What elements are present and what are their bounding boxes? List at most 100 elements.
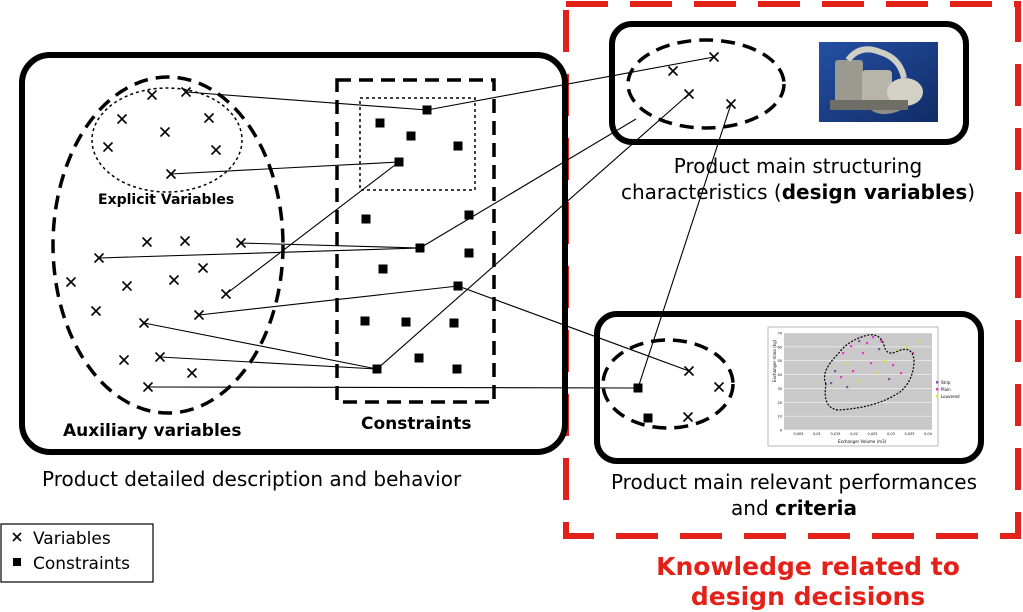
auxiliary-variables-ellipse [51, 75, 285, 415]
pareto-contour [823, 334, 915, 411]
chart-point [892, 364, 895, 367]
chart-x-tick: 0,03 [887, 432, 895, 436]
cross-icon [725, 98, 737, 110]
cross-icon [93, 252, 105, 264]
chart-point [846, 386, 849, 389]
chart-point [846, 362, 849, 365]
cross-icon [179, 235, 191, 247]
relation-line [426, 56, 715, 111]
chart-grid [784, 332, 932, 431]
cross-icon [159, 126, 171, 138]
relation-line [225, 161, 400, 295]
square-icon [394, 157, 404, 167]
cross-icon [683, 365, 695, 377]
chart-point [862, 352, 865, 355]
cross-icon [203, 112, 215, 124]
constraints-box [335, 78, 496, 404]
relation-line [419, 118, 637, 249]
cross-icon [667, 65, 679, 77]
chart-point [888, 378, 891, 381]
chart-legend: Strip Plain Louvered [936, 380, 960, 399]
legend-box: Variables Constraints [0, 523, 154, 583]
detailed-description-caption: Product detailed description and behavio… [42, 467, 462, 491]
chart-point [858, 380, 861, 383]
knowledge-frame [563, 1, 1021, 539]
relation-line [376, 93, 690, 370]
cross-icon [235, 237, 247, 249]
cross-icon [210, 144, 222, 156]
legend-plain-marker [936, 388, 939, 391]
chart-point [876, 372, 879, 375]
square-icon [415, 243, 425, 253]
cross-icon [165, 168, 177, 180]
chart-x-tick: 0,02 [850, 432, 858, 436]
chart-point [918, 340, 921, 343]
relation-line [98, 247, 421, 259]
square-icon [360, 316, 370, 326]
cross-icon [118, 354, 130, 366]
chart-y-tick: 20 [778, 401, 782, 405]
chart-point [830, 382, 833, 385]
chart-points [830, 336, 921, 389]
chart-point [900, 372, 903, 375]
relation-line [170, 161, 400, 175]
cross-icon [12, 532, 22, 542]
cross-icon [138, 317, 150, 329]
cross-icon [142, 381, 154, 393]
cross-icon [116, 113, 128, 125]
performances-caption-line1: Product main relevant performances [611, 470, 977, 494]
chart-x-tick: 0,025 [867, 432, 877, 436]
cross-icon [90, 305, 102, 317]
chart-xlabel: Exchanger Volume (m3) [838, 439, 887, 444]
chart-y-tick: 10 [778, 415, 782, 419]
constraint-markers [360, 105, 653, 423]
square-icon [414, 353, 424, 363]
chart-x-tick: 0,04 [924, 432, 933, 436]
chart-point [840, 376, 843, 379]
square-icon [453, 141, 463, 151]
chart-point [834, 370, 837, 373]
cross-icon [713, 381, 725, 393]
legend-strip: Strip [941, 380, 951, 385]
explicit-variables-label: Explicit Variables [98, 192, 234, 208]
cross-icon [168, 274, 180, 286]
square-icon [464, 210, 474, 220]
legend-louvered-marker [936, 395, 939, 398]
performances-caption-line2: and criteria [731, 496, 857, 520]
square-icon [464, 248, 474, 258]
cross-icon [193, 309, 205, 321]
heat-exchanger-photo [819, 42, 938, 122]
chart-point [858, 340, 861, 343]
legend-constraints: Constraints [33, 554, 130, 574]
cross-icon [180, 86, 192, 98]
chart-y-tick: 70 [778, 332, 782, 336]
chart-y-tick: 0 [780, 429, 782, 433]
chart-point [866, 342, 869, 345]
chart-y-tick: 60 [778, 345, 782, 349]
cross-icon [121, 280, 133, 292]
square-icon [449, 318, 459, 328]
chart-point [880, 340, 883, 343]
square-icon [643, 413, 653, 423]
square-icon [375, 118, 385, 128]
legend-strip-marker [936, 381, 939, 384]
auxiliary-variables-label: Auxiliary variables [63, 421, 241, 441]
relation-lines [98, 56, 732, 389]
cross-icon [146, 89, 158, 101]
relation-line [240, 242, 421, 249]
variable-markers [65, 51, 737, 423]
square-icon [422, 105, 432, 115]
design-variables-ellipse [626, 38, 786, 130]
legend-louvered: Louvered [941, 394, 960, 399]
chart-y-tick: 50 [778, 359, 782, 363]
chart-point [872, 336, 875, 339]
chart-point [878, 348, 881, 351]
relation-line [637, 103, 732, 389]
chart-point [912, 352, 915, 355]
cross-icon [682, 411, 694, 423]
square-icon [401, 317, 411, 327]
square-icon [452, 364, 462, 374]
